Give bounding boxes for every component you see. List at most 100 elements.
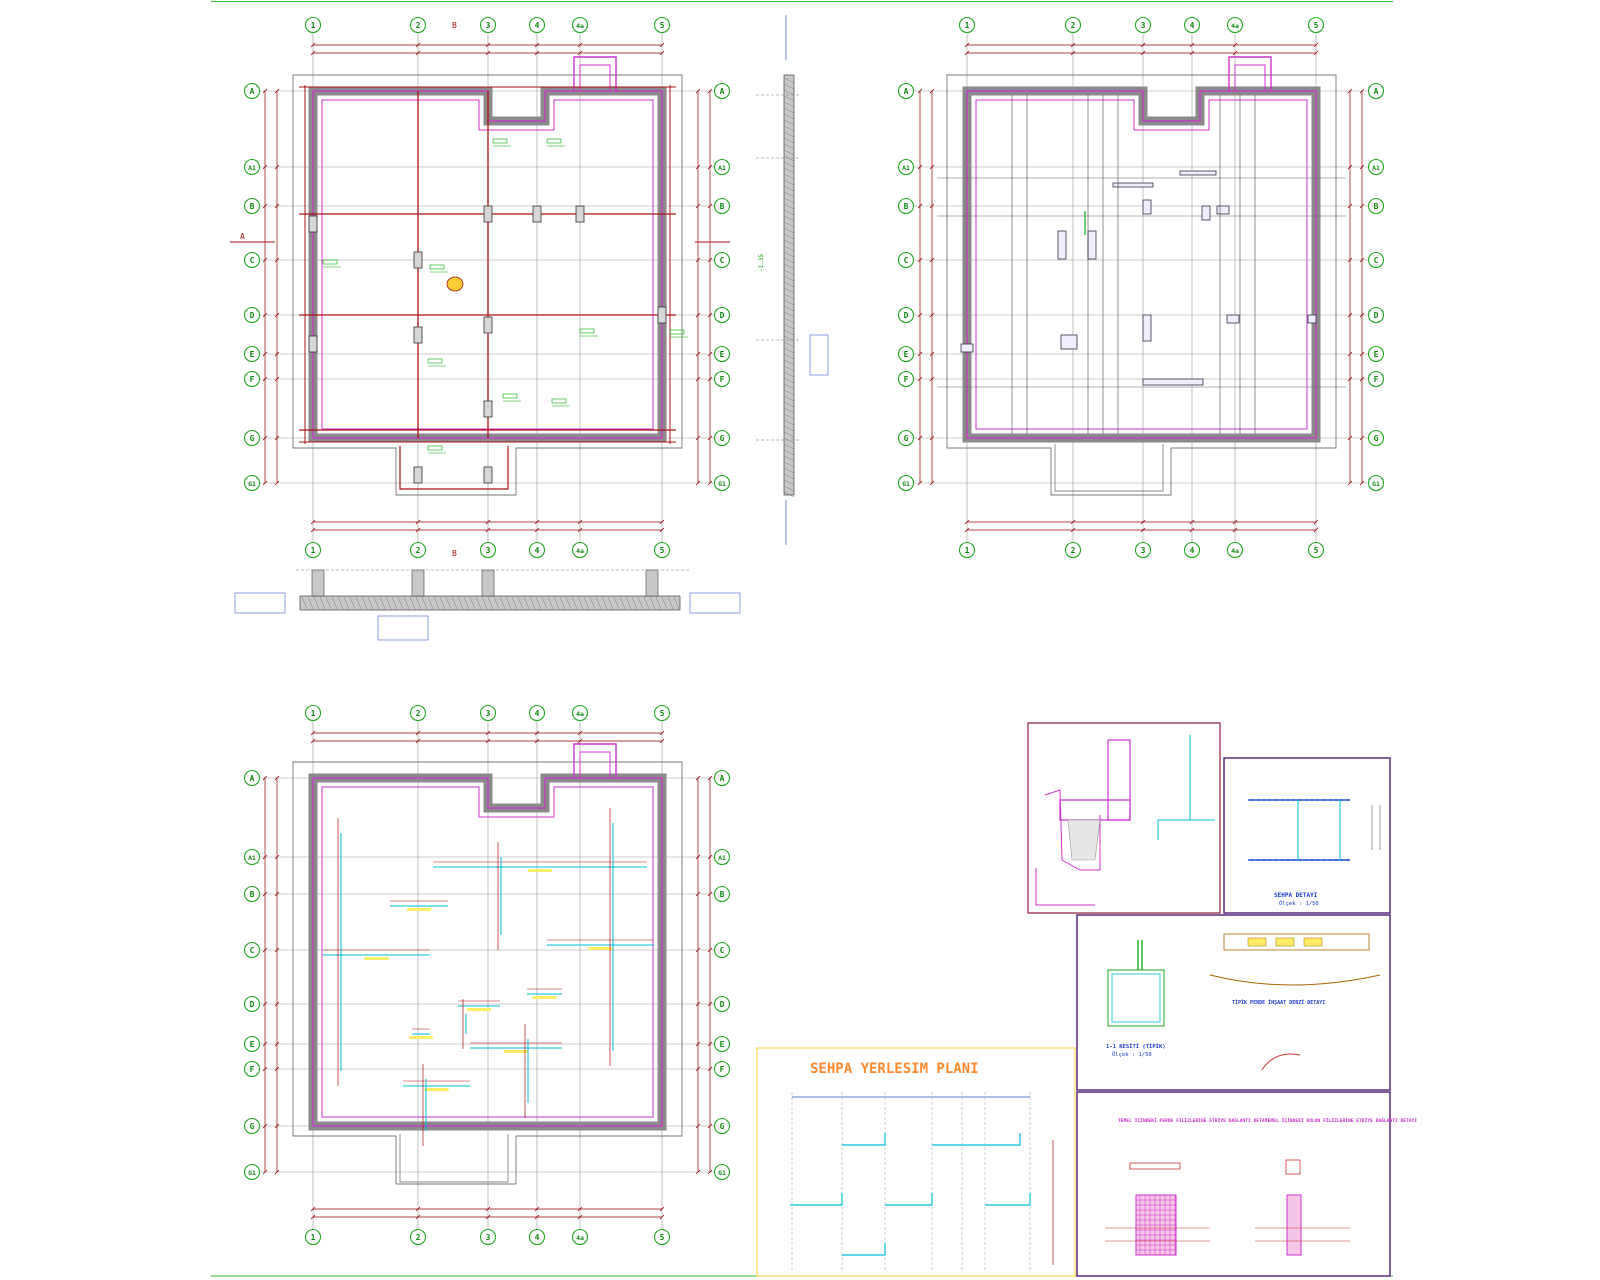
dimension-tick [274,376,280,382]
sehpa-detail-scale: Ölçek : 1/50 [1279,900,1319,907]
grid-bubble-B [713,197,731,215]
sehpa-tag [409,1036,433,1039]
grid-bubble-E-label: E [250,350,255,359]
section-hatch [783,167,795,174]
grid-bubble-A1-label: A1 [718,164,726,172]
annotation-tag [429,264,445,270]
sehpa-plan-bar [885,1193,933,1206]
grid-bubble-2 [409,16,427,34]
grid-bubble-D [243,306,261,324]
section-hatch [463,596,470,610]
detail-footing [1059,799,1131,821]
grid-bubble-F-label: F [250,1065,255,1074]
sehpa-bar-dot [1251,799,1253,801]
grid-bubble-F-label: F [1374,375,1379,384]
horizontal-section-slab [299,595,681,611]
dimension-tick [274,1169,280,1175]
grid-bubble-B-label: B [720,890,725,899]
section-hatch [511,596,518,610]
dimension-tick [310,738,316,744]
grid-bubble-G-label: G [1374,434,1379,443]
sehpa-bar-dot [1281,799,1283,801]
dimension-tick [1189,527,1195,533]
grid-bubble-3 [1134,541,1152,559]
section-hatch [783,329,795,336]
dimension-tick [415,50,421,56]
section-hatch [547,596,554,610]
section-hatch [783,461,795,468]
grid-bubble-E [713,345,731,363]
section-hatch [439,596,446,610]
grid-bubble-A-label: A [904,87,909,96]
grid-bubble-1-label: 1 [311,709,316,718]
section-hatch [783,197,795,204]
foundation-pad [1087,230,1097,260]
grid-bubble-G-label: G [904,434,909,443]
dimension-tick [310,1214,316,1220]
grid-bubble-A1 [713,158,731,176]
column-stirrup-elevation [1286,1194,1302,1256]
dimension-tick [534,42,540,48]
grid-bubble-4a-label: 4a [1231,22,1239,30]
grid-bubble-B [243,885,261,903]
section-hatch [343,596,350,610]
dimension-tick [534,1206,540,1212]
section-hatch [607,596,614,610]
section-hatch [493,596,500,610]
grid-bubble-D-label: D [904,311,909,320]
grid-bubble-4a [1226,16,1244,34]
dimension-tick [310,50,316,56]
annotation-tag [427,358,443,364]
dimension-tick [485,730,491,736]
grid-bubble-F [897,370,915,388]
section-hatch [337,596,344,610]
grid-bubble-4 [1183,16,1201,34]
section-hatch [783,173,795,180]
grid-bubble-C-label: C [250,256,255,265]
sehpa-side-view [1371,805,1381,850]
grid-bubble-4a-label: 4a [576,22,584,30]
dimension-tick [695,1123,701,1129]
sehpa-plan-bar [842,1133,886,1146]
grid-bubble-1-label: 1 [965,21,970,30]
grid-bubble-G-label: G [720,1122,725,1131]
dimension-tick [577,1206,583,1212]
grid-bubble-D-label: D [250,311,255,320]
section-note-box [689,592,741,614]
grid-bubble-B [1367,197,1385,215]
dimension-tick [262,376,268,382]
grid-bubble-G1-label: G1 [718,480,726,488]
dimension-tick [1359,376,1365,382]
grid-bubble-3-label: 3 [486,21,491,30]
column [308,215,318,233]
grid-bubble-A [897,82,915,100]
section-marker-a: A [240,232,245,241]
dimension-tick [1232,42,1238,48]
section-wall-stub [311,569,325,597]
perimeter-wall-inner [321,99,654,430]
dimension-tick [1189,519,1195,525]
dimension-tick [695,164,701,170]
dimension-tick [695,775,701,781]
grid-bubble-2 [409,541,427,559]
section-hatch [331,596,338,610]
grid-bubble-B-label: B [1374,202,1379,211]
dimension-tick [695,88,701,94]
dimension-tick [695,854,701,860]
dimension-tick [534,519,540,525]
section-hatch [783,323,795,330]
grid-bubble-G1-label: G1 [1372,480,1380,488]
grid-bubble-4-label: 4 [1190,21,1195,30]
section-hatch [783,407,795,414]
dimension-tick [964,50,970,56]
dimension-tick [929,203,935,209]
grid-bubble-B [897,197,915,215]
section-hatch [783,137,795,144]
annotation-tag [551,398,567,404]
grid-bubble-A [243,769,261,787]
grid-bubble-5 [653,704,671,722]
section-hatch [783,239,795,246]
dimension-tick [274,435,280,441]
grid-bubble-A1-label: A1 [718,854,726,862]
section-hatch [783,455,795,462]
